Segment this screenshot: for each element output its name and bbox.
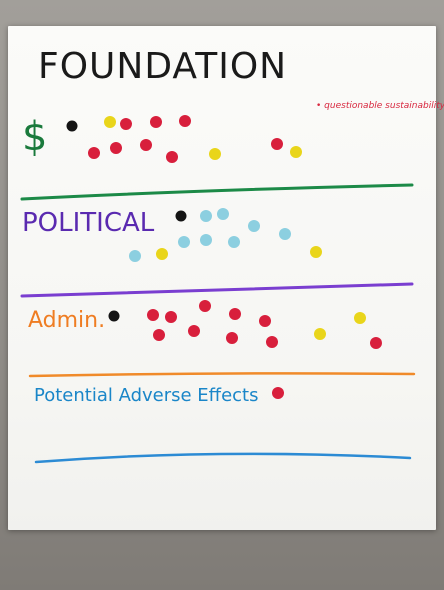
dot <box>279 228 291 240</box>
dot <box>129 250 141 262</box>
dot <box>370 337 382 349</box>
dot <box>354 312 366 324</box>
dot <box>156 248 168 260</box>
section-label-money: $ <box>22 114 47 160</box>
dot <box>310 246 322 258</box>
chart-title: FOUNDATION <box>38 46 287 87</box>
dot <box>226 332 238 344</box>
dot <box>110 142 122 154</box>
dots-adverse-effects <box>272 387 284 399</box>
dot <box>209 148 221 160</box>
section-label-political: POLITICAL <box>22 208 155 238</box>
dot <box>104 116 116 128</box>
dot <box>150 116 162 128</box>
dot <box>271 138 283 150</box>
dot <box>166 151 178 163</box>
dot <box>314 328 326 340</box>
dot <box>147 309 159 321</box>
dot <box>165 311 177 323</box>
dot <box>178 236 190 248</box>
section-label-adverse-effects: Potential Adverse Effects <box>34 385 258 406</box>
divider-line-purple <box>20 282 414 298</box>
divider-line-blue <box>34 452 412 464</box>
legend-note: • questionable sustainability <box>316 101 444 111</box>
dot <box>290 146 302 158</box>
dots-admin <box>108 300 382 349</box>
dot <box>259 315 271 327</box>
dot <box>188 325 200 337</box>
dot <box>108 310 120 322</box>
dot <box>88 147 100 159</box>
dot <box>140 139 152 151</box>
dot <box>248 220 260 232</box>
dot <box>200 234 212 246</box>
dot <box>228 236 240 248</box>
dot <box>199 300 211 312</box>
section-label-admin: Admin. <box>28 308 105 333</box>
dot <box>266 336 278 348</box>
dot <box>200 210 212 222</box>
divider-line-green <box>20 183 414 201</box>
dot <box>179 115 191 127</box>
flip-chart-paper <box>8 26 436 530</box>
dots-money <box>66 115 302 163</box>
dot <box>217 208 229 220</box>
dot <box>120 118 132 130</box>
dots-political <box>129 208 322 262</box>
dot <box>153 329 165 341</box>
divider-line-orange <box>28 372 416 378</box>
dot <box>272 387 284 399</box>
dot <box>175 210 187 222</box>
dot <box>229 308 241 320</box>
dot <box>66 120 78 132</box>
